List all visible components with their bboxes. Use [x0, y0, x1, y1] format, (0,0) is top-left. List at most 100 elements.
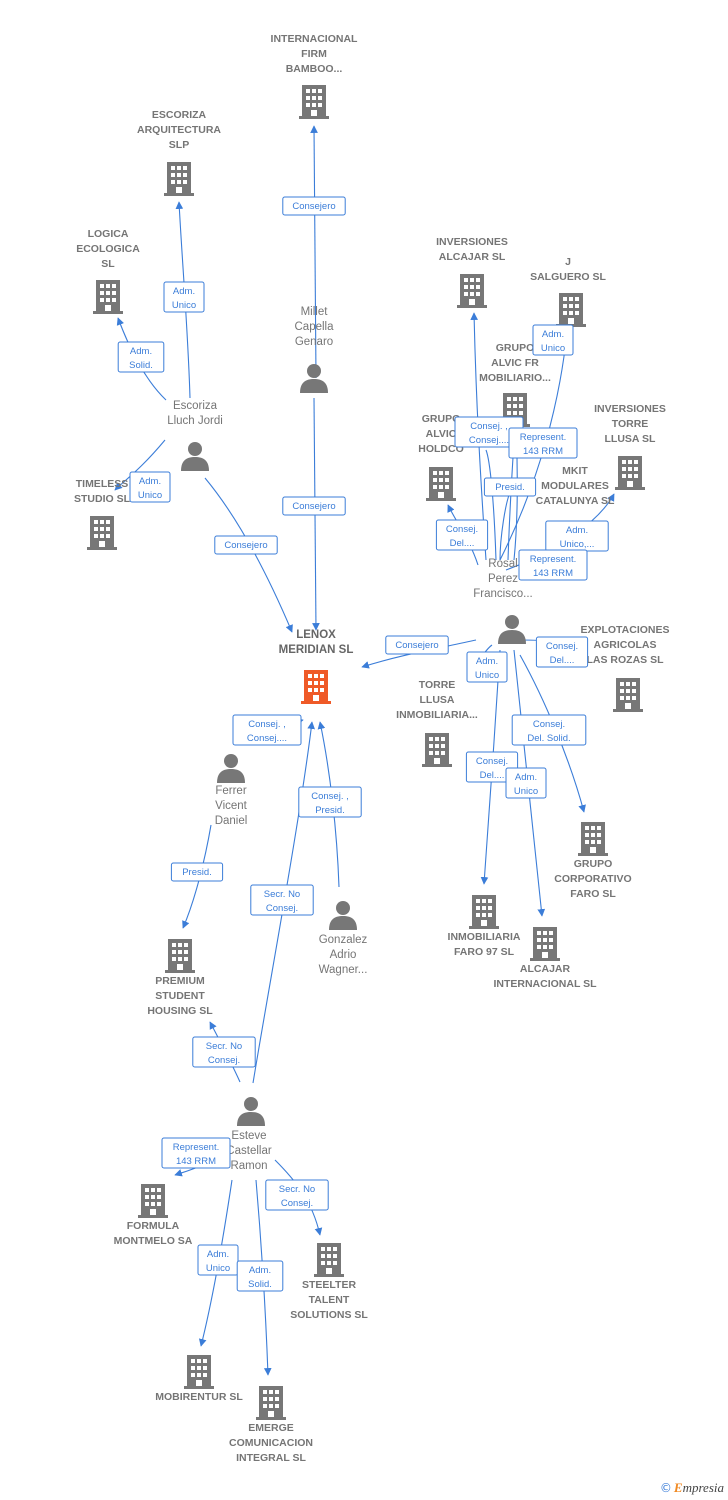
relation-label-rosal-to-alcajar_int[interactable]: Adm.Unico [505, 767, 547, 799]
relation-label-rosal-to-lenox[interactable]: Consejero [385, 635, 449, 655]
relation-label-text: Adm. [476, 656, 498, 667]
relation-label-esteve-to-mobirentur[interactable]: Adm.Unico [197, 1244, 239, 1276]
company-node-mobirentur[interactable]: MOBIRENTUR SL [155, 1355, 243, 1403]
node-label-line: Daniel [215, 815, 248, 827]
relation-label-text: Consej. , [470, 421, 508, 432]
building-icon [184, 1355, 214, 1389]
relation-label-esteve-to-formula[interactable]: Represent.143 RRM [161, 1137, 231, 1169]
relation-label-text: Presid. [315, 805, 345, 816]
node-label-line: INMOBILIARIA... [396, 709, 478, 721]
relation-label-escoriza_p-to-logica[interactable]: Adm.Solid. [117, 341, 165, 373]
building-icon [256, 1386, 286, 1420]
node-label-line: MKIT [562, 465, 588, 477]
relation-label-rosal-to-torre_llusa_inm[interactable]: Adm.Unico [466, 651, 508, 683]
relation-label-esteve-to-emerge[interactable]: Adm.Solid. [236, 1260, 284, 1292]
company-node-torre_llusa_inm[interactable]: TORRELLUSAINMOBILIARIA... [396, 679, 478, 767]
relation-label-rosal-to-j_salguero[interactable]: Adm.Unico [532, 324, 574, 356]
node-label-line: EMERGE [248, 1422, 294, 1434]
node-label-line: TALENT [309, 1294, 350, 1306]
relation-label-text: Consej. [281, 1198, 313, 1209]
edge-labels-layer: ConsejeroConsejeroAdm.UnicoAdm.Solid.Adm… [117, 196, 609, 1292]
node-label-line: Rosal [488, 558, 517, 570]
edge-esteve-to-mobirentur [198, 1179, 233, 1347]
building-icon [164, 162, 194, 196]
relation-label-rosal-to-grupo_alvic_holdco[interactable]: Presid. [483, 477, 537, 497]
relation-label-escoriza_p-to-timeless[interactable]: Adm.Unico [129, 471, 171, 503]
relation-label-text: Consej.... [247, 733, 287, 744]
relation-label-gonzalez-to-lenox[interactable]: Consej. ,Presid. [298, 786, 362, 818]
person-node-gonzalez[interactable]: GonzalezAdrioWagner... [319, 901, 368, 976]
relation-label-millet-to-lenox[interactable]: Consejero [282, 496, 346, 516]
node-label-line: CATALUNYA SL [536, 495, 615, 507]
node-label-line: FORMULA [127, 1220, 180, 1232]
node-label-line: SOLUTIONS SL [290, 1309, 368, 1321]
relation-label-rosal-to-grupo_alvic_holdco[interactable]: Consej.Del.... [435, 519, 489, 551]
relation-label-rosal-to-mkit[interactable]: Represent.143 RRM [518, 549, 588, 581]
edge-millet-to-internacional_firm [310, 125, 318, 379]
relation-label-text: Adm. [207, 1249, 229, 1260]
relation-label-escoriza_p-to-escoriza_arq[interactable]: Adm.Unico [163, 281, 205, 313]
node-label-line: ARQUITECTURA [137, 124, 221, 136]
relation-label-text: Presid. [182, 867, 212, 878]
relation-label-text: Unico [541, 343, 565, 354]
person-node-rosal[interactable]: RosalPerezFrancisco... [473, 558, 533, 644]
building-icon [457, 274, 487, 308]
node-label-line: HOLDCO [418, 443, 464, 455]
relation-label-text: Adm. [130, 346, 152, 357]
relation-label-ferrer-to-lenox[interactable]: Consej. ,Consej.... [232, 714, 302, 746]
person-icon [498, 615, 526, 644]
building-icon [314, 1243, 344, 1277]
node-label-line: Ferrer [215, 785, 246, 797]
node-label-line: Vicent [215, 800, 248, 812]
relation-label-rosal-to-grupo_alvic_fr[interactable]: Represent.143 RRM [508, 427, 578, 459]
relation-label-rosal-to-inv_alcajar[interactable]: Consej. ,Consej.... [454, 416, 524, 448]
relation-label-escoriza_p-to-lenox[interactable]: Consejero [214, 535, 278, 555]
node-label-line: INTEGRAL SL [236, 1452, 306, 1464]
relation-label-millet-to-internacional_firm[interactable]: Consejero [282, 196, 346, 216]
building-icon [87, 516, 117, 550]
copyright-icon: © [659, 1481, 672, 1495]
node-label-line: Gonzalez [319, 934, 368, 946]
relation-label-rosal-to-grupo_corp_faro[interactable]: Consej.Del. Solid. [511, 714, 587, 746]
company-node-internacional_firm[interactable]: INTERNACIONALFIRMBAMBOO... [271, 33, 358, 119]
relation-label-ferrer-to-premium[interactable]: Presid. [170, 862, 224, 882]
relation-label-text: Unico [138, 490, 162, 501]
relation-label-rosal-to-inv_torre[interactable]: Adm.Unico,... [545, 520, 609, 552]
empresia-footer[interactable]: ©Empresia [660, 1480, 724, 1496]
relation-label-rosal-to-inm_faro[interactable]: Consej.Del.... [465, 751, 519, 783]
building-icon [93, 280, 123, 314]
relation-label-text: Consej. [266, 903, 298, 914]
relation-label-rosal-to-explotaciones[interactable]: Consej.Del.... [535, 636, 589, 668]
node-label-line: GRUPO [422, 413, 461, 425]
node-label-line: Castellar [226, 1145, 272, 1157]
node-label-line: LLUSA SL [605, 433, 657, 445]
building-icon [615, 456, 645, 490]
building-icon [530, 927, 560, 961]
